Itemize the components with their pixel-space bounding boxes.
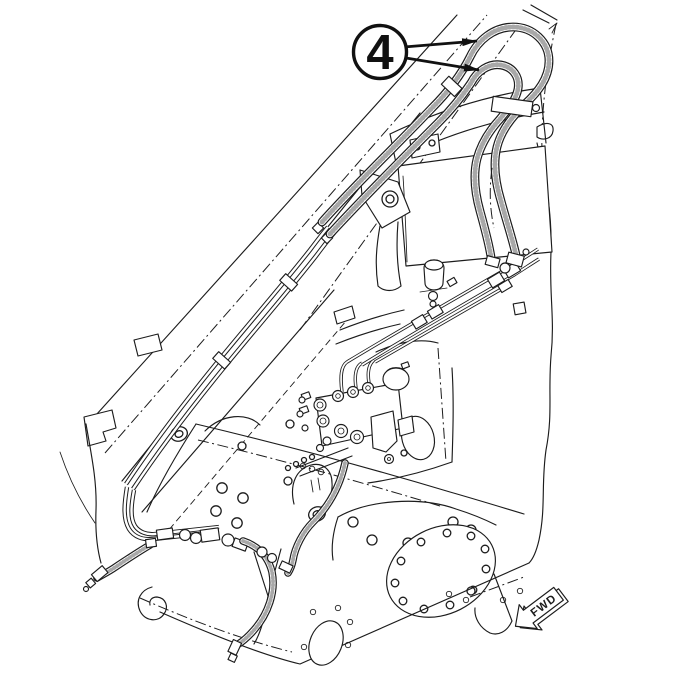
weld-marks [300, 587, 524, 651]
access-cover [386, 524, 496, 618]
loader-chassis [59, 4, 558, 666]
grommet [170, 426, 326, 522]
callout-arrow-1 [403, 38, 478, 49]
fwd-arrow-shape [514, 586, 564, 630]
bolt-hole-group [210, 482, 249, 529]
hose-clamps-and-fittings [82, 75, 541, 663]
fwd-arrow-shadow [519, 588, 569, 631]
control-valve-block [296, 361, 415, 465]
callout-arrow-2 [405, 56, 480, 72]
callout-4[interactable]: 4 [351, 23, 480, 81]
callout-label: 4 [366, 26, 393, 80]
fwd-arrow: FWD [514, 586, 569, 631]
cylinder-fitting [419, 259, 458, 308]
callout-circle [351, 23, 409, 81]
hose-valve-drop [288, 463, 345, 573]
